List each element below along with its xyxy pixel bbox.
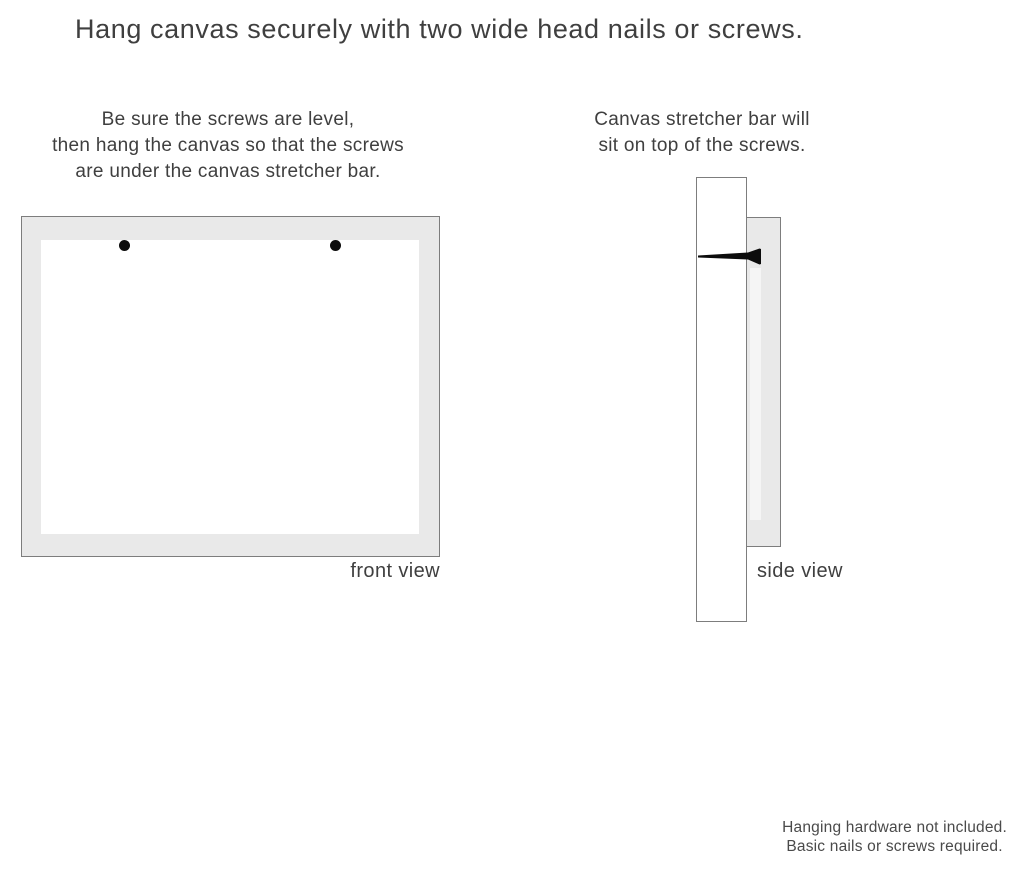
front-instruction-line: then hang the canvas so that the screws <box>52 135 404 156</box>
front-view-canvas <box>21 216 440 557</box>
side-view-canvas-highlight <box>750 268 761 520</box>
side-view-wall <box>696 177 747 622</box>
side-instruction-line: sit on top of the screws. <box>598 135 806 156</box>
side-view-label: side view <box>757 560 843 582</box>
side-instruction-line: Canvas stretcher bar will <box>594 109 810 130</box>
nail-head-left-icon <box>119 240 130 251</box>
footer-line: Basic nails or screws required. <box>786 838 1003 855</box>
nail-head-right-icon <box>330 240 341 251</box>
page-title: Hang canvas securely with two wide head … <box>75 14 804 44</box>
front-view-label: front view <box>350 560 440 582</box>
front-instruction-line: Be sure the screws are level, <box>101 109 355 130</box>
front-instruction-line: are under the canvas stretcher bar. <box>75 161 381 182</box>
front-view-instructions: Be sure the screws are level, then hang … <box>28 107 428 185</box>
front-view-canvas-inner <box>41 240 419 534</box>
side-view-nail-icon <box>698 248 761 265</box>
footer-line: Hanging hardware not included. <box>782 819 1007 836</box>
side-view-instructions: Canvas stretcher bar will sit on top of … <box>552 107 852 159</box>
footer-note: Hanging hardware not included. Basic nai… <box>782 818 1007 856</box>
